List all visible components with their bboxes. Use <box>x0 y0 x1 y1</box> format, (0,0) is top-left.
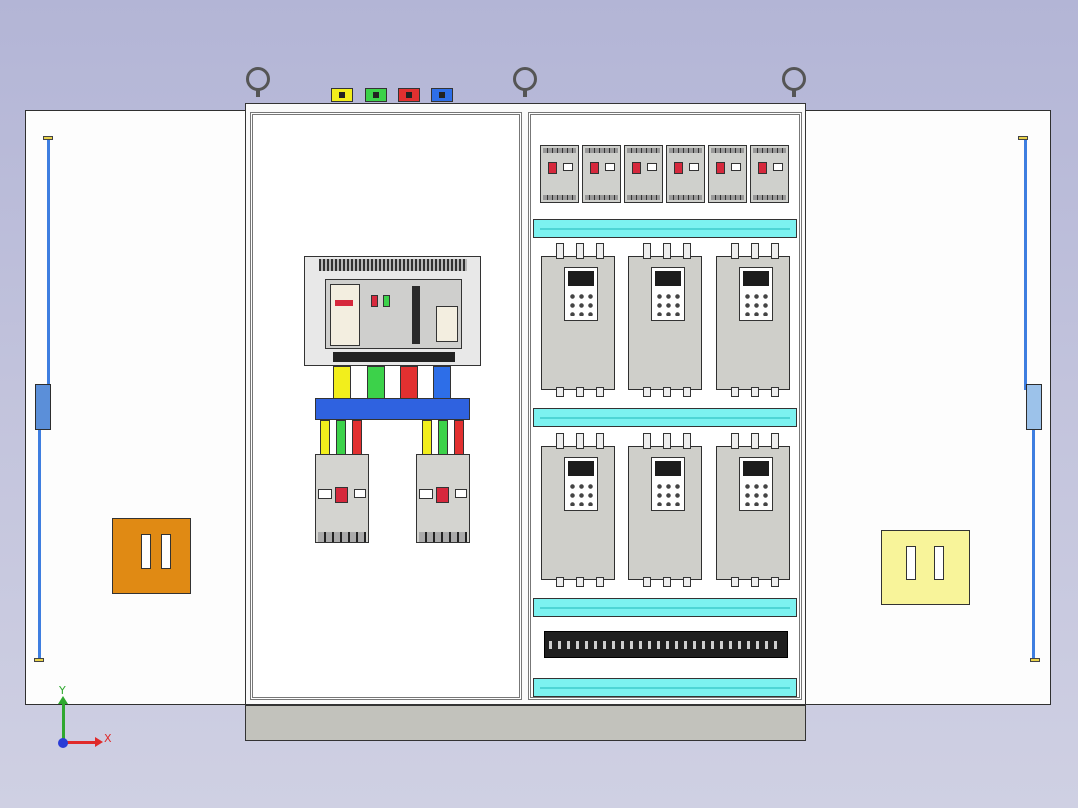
moulded-case-breaker-2[interactable] <box>416 454 470 543</box>
small-breaker-3[interactable] <box>624 145 663 203</box>
right-door-latch[interactable] <box>1026 384 1042 430</box>
right-door <box>804 110 1051 705</box>
left-door-rod-lower <box>38 430 41 658</box>
drive-5[interactable] <box>628 433 702 587</box>
din-rail-4 <box>533 678 797 697</box>
left-rod-bottom-cap <box>34 658 44 662</box>
small-breaker-2[interactable] <box>582 145 621 203</box>
left-door-document-pocket <box>112 518 191 594</box>
drive-4[interactable] <box>541 433 615 587</box>
drive-1[interactable] <box>541 243 615 397</box>
right-door-document-pocket <box>881 530 970 605</box>
small-breaker-1[interactable] <box>540 145 579 203</box>
din-rail-1 <box>533 219 797 238</box>
lifting-eye-icon <box>782 67 806 97</box>
din-rail-2 <box>533 408 797 427</box>
terminal-block-strip <box>544 631 788 658</box>
right-door-rod-upper <box>1024 140 1027 390</box>
lifting-eye-icon <box>513 67 537 97</box>
busbar-support <box>315 398 470 420</box>
drive-2[interactable] <box>628 243 702 397</box>
axis-y-label: Y <box>59 684 66 697</box>
right-rod-top-cap <box>1018 136 1028 140</box>
main-air-circuit-breaker <box>304 256 481 366</box>
left-door-rod-upper <box>47 140 50 390</box>
din-rail-3 <box>533 598 797 617</box>
small-breaker-4[interactable] <box>666 145 705 203</box>
cabinet-base-plinth <box>245 705 806 741</box>
lug-green <box>365 88 387 102</box>
breaker-trip-indicator-green[interactable] <box>383 295 390 307</box>
axis-x-label: X <box>104 732 112 745</box>
lug-yellow <box>331 88 353 102</box>
small-breaker-6[interactable] <box>750 145 789 203</box>
lifting-eye-icon <box>246 67 270 97</box>
busbar-red <box>400 366 418 400</box>
left-door-latch[interactable] <box>35 384 51 430</box>
right-rod-bottom-cap <box>1030 658 1040 662</box>
lug-blue <box>431 88 453 102</box>
axis-triad-icon: Y X <box>52 684 122 752</box>
breaker-trip-indicator-red[interactable] <box>371 295 378 307</box>
busbar-yellow <box>333 366 351 400</box>
busbar-blue <box>433 366 451 400</box>
right-door-rod-lower <box>1032 430 1035 658</box>
left-door <box>25 110 247 705</box>
lug-red <box>398 88 420 102</box>
drive-6[interactable] <box>716 433 790 587</box>
small-breaker-5[interactable] <box>708 145 747 203</box>
busbar-green <box>367 366 385 400</box>
drive-3[interactable] <box>716 243 790 397</box>
left-rod-top-cap <box>43 136 53 140</box>
moulded-case-breaker-1[interactable] <box>315 454 369 543</box>
